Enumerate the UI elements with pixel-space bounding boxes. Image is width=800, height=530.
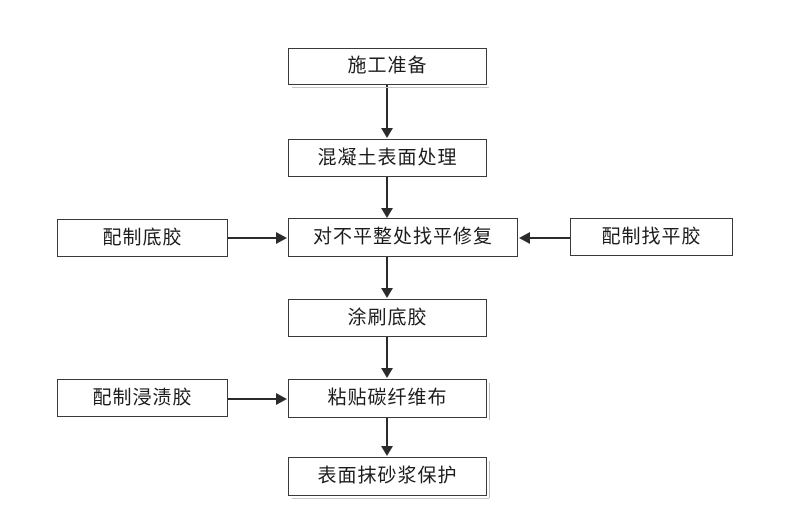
node-prepare-leveling-adhesive[interactable]: 配制找平胶 xyxy=(570,218,733,256)
connector-soak-glue-to-paste-cfrp xyxy=(228,398,277,400)
connector-brush-base-to-paste-cfrp xyxy=(386,337,388,369)
arrowhead-surface-to-level-repair xyxy=(381,208,393,218)
connector-surface-to-level-repair xyxy=(386,177,388,209)
arrowhead-soak-glue-to-paste-cfrp xyxy=(276,393,287,405)
node-label-construction-preparation: 施工准备 xyxy=(347,54,428,77)
connector-level-repair-to-brush-base xyxy=(386,257,388,289)
node-level-and-repair-uneven-areas[interactable]: 对不平整处找平修复 xyxy=(288,218,518,257)
arrowhead-level-glue-to-level-repair xyxy=(519,232,530,244)
arrowhead-paste-cfrp-to-mortar xyxy=(381,446,393,456)
node-label-level-and-repair-uneven-areas: 对不平整处找平修复 xyxy=(312,225,493,248)
connector-paste-cfrp-to-mortar xyxy=(386,418,388,447)
node-paste-carbon-fiber-cloth[interactable]: 粘贴碳纤维布 xyxy=(288,379,490,420)
node-surface-mortar-protection[interactable]: 表面抹砂浆保护 xyxy=(288,457,490,499)
node-label-paste-carbon-fiber-cloth: 粘贴碳纤维布 xyxy=(327,386,448,409)
node-label-apply-base-adhesive: 涂刷底胶 xyxy=(347,306,428,328)
arrowhead-level-repair-to-brush-base xyxy=(381,288,393,298)
arrowhead-base-glue-to-level-repair xyxy=(276,232,287,244)
node-construction-preparation[interactable]: 施工准备 xyxy=(288,48,489,88)
node-prepare-impregnating-adhesive[interactable]: 配制浸渍胶 xyxy=(57,379,228,417)
connector-prep-to-surface xyxy=(386,85,388,129)
connector-base-glue-to-level-repair xyxy=(228,237,277,239)
node-prepare-base-adhesive[interactable]: 配制底胶 xyxy=(57,219,228,257)
arrowhead-brush-base-to-paste-cfrp xyxy=(381,368,393,378)
node-label-surface-mortar-protection: 表面抹砂浆保护 xyxy=(317,464,458,487)
node-label-concrete-surface-treatment: 混凝土表面处理 xyxy=(317,146,458,168)
node-label-prepare-base-adhesive: 配制底胶 xyxy=(102,226,183,248)
node-concrete-surface-treatment[interactable]: 混凝土表面处理 xyxy=(288,139,487,177)
connector-level-glue-to-level-repair xyxy=(530,237,571,239)
arrowhead-prep-to-surface xyxy=(381,128,393,138)
node-label-prepare-impregnating-adhesive: 配制浸渍胶 xyxy=(92,386,193,408)
node-apply-base-adhesive[interactable]: 涂刷底胶 xyxy=(288,299,487,337)
node-label-prepare-leveling-adhesive: 配制找平胶 xyxy=(601,225,702,247)
